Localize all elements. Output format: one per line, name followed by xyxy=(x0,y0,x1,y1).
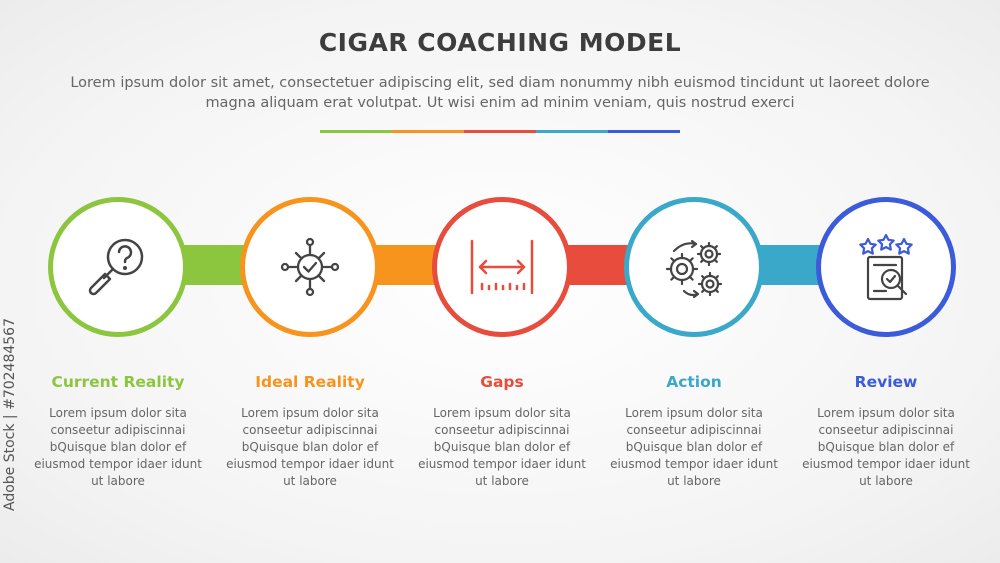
page-title: CIGAR COACHING MODEL xyxy=(318,28,682,57)
step-description-review: Lorem ipsum dolor sita conseetur adipisc… xyxy=(802,406,970,488)
target-check-network-icon xyxy=(280,237,340,297)
step-label-ideal-reality: Ideal Reality xyxy=(255,373,365,391)
gears-cycle-icon xyxy=(665,239,723,299)
connector-red xyxy=(564,245,634,285)
step-label-gaps: Gaps xyxy=(480,373,524,391)
step-description-gaps: Lorem ipsum dolor sita conseetur adipisc… xyxy=(418,406,586,488)
divider-segment-red xyxy=(464,130,536,133)
step-label-review: Review xyxy=(854,373,918,391)
step-circle-review xyxy=(816,197,956,337)
step-circle-gaps xyxy=(432,197,572,337)
step-circle-current-reality xyxy=(48,197,188,337)
step-label-current-reality: Current Reality xyxy=(51,373,185,391)
document-stars-review-icon xyxy=(859,233,913,301)
connector-teal xyxy=(756,245,826,285)
step-description-current-reality: Lorem ipsum dolor sita conseetur adipisc… xyxy=(34,406,202,488)
step-description-action: Lorem ipsum dolor sita conseetur adipisc… xyxy=(610,406,778,488)
page-subtitle: Lorem ipsum dolor sit amet, consectetuer… xyxy=(70,75,930,111)
step-circle-ideal-reality xyxy=(240,197,380,337)
step-description-ideal-reality: Lorem ipsum dolor sita conseetur adipisc… xyxy=(226,406,394,488)
magnifier-question-icon xyxy=(88,238,144,296)
gap-measure-icon xyxy=(470,239,534,295)
step-label-action: Action xyxy=(666,373,722,391)
divider-segment-blue xyxy=(608,130,680,133)
step-circle-action xyxy=(624,197,764,337)
stock-watermark: Adobe Stock | #702484567 xyxy=(2,318,18,511)
divider-segment-orange xyxy=(392,130,464,133)
connector-orange xyxy=(372,245,442,285)
divider-segment-teal xyxy=(536,130,608,133)
color-divider xyxy=(320,130,680,133)
connector-green xyxy=(180,245,250,285)
divider-segment-green xyxy=(320,130,392,133)
